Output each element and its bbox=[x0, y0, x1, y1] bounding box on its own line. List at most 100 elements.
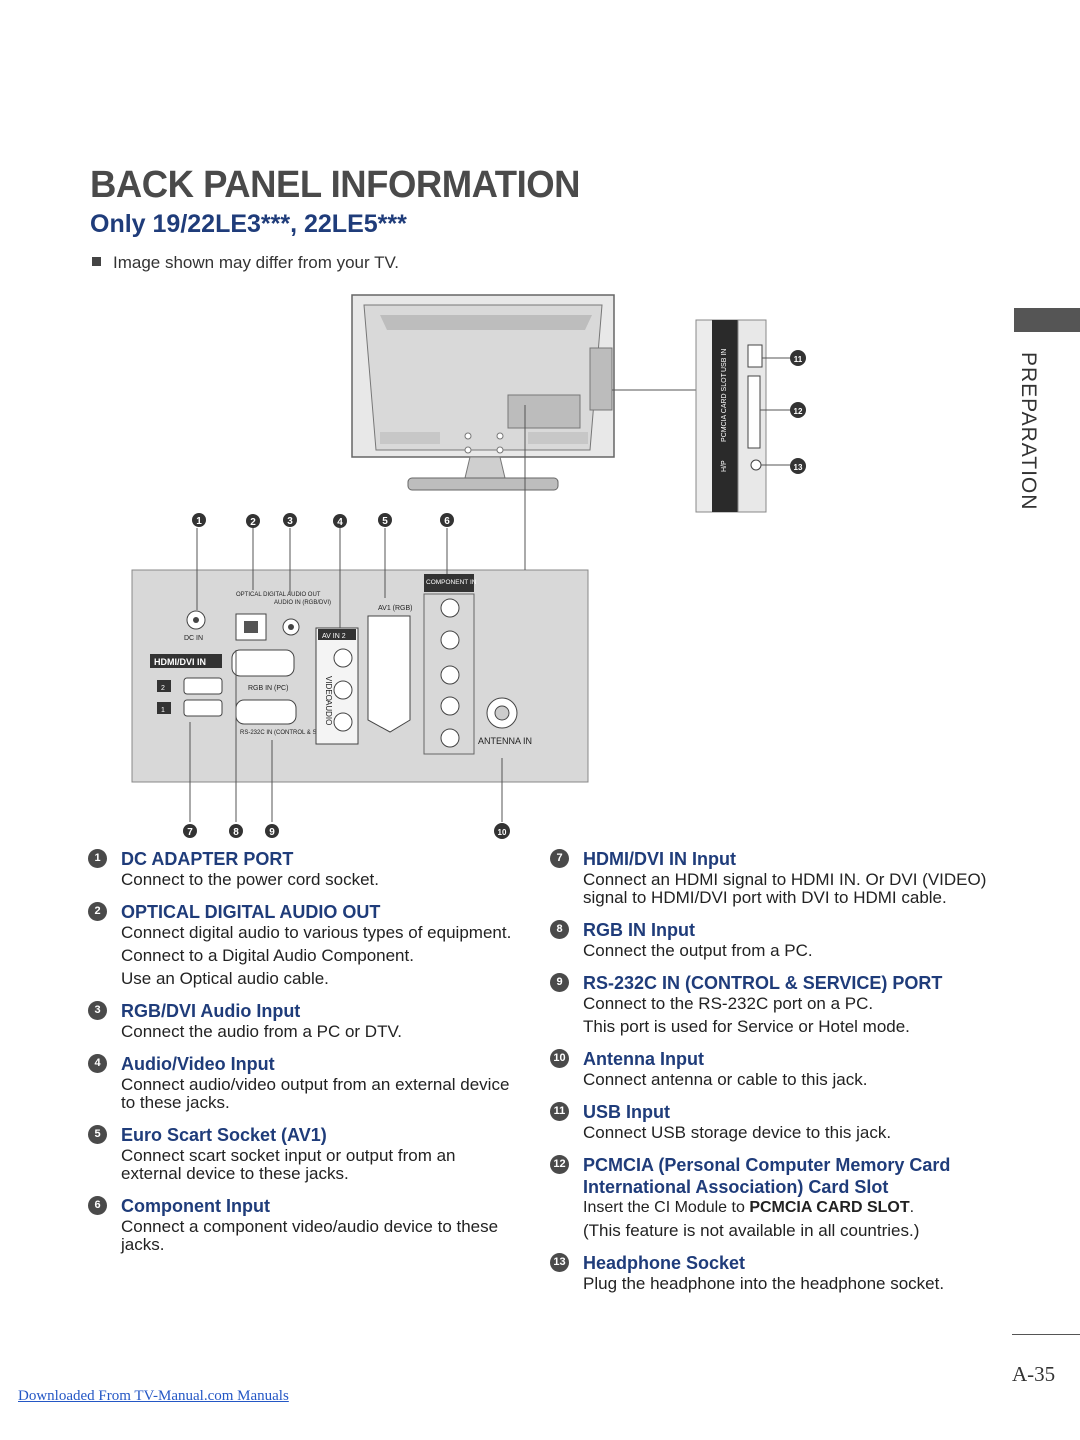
svg-text:13: 13 bbox=[794, 463, 803, 472]
component-audio-r-jack bbox=[440, 728, 460, 748]
av-audio-r-jack bbox=[333, 712, 353, 732]
item-audio-video-input: 4 Audio/Video Input Connect audio/video … bbox=[88, 1053, 518, 1112]
svg-text:11: 11 bbox=[794, 355, 803, 364]
item-desc: Connect an HDMI signal to HDMI IN. Or DV… bbox=[583, 870, 987, 907]
rgb-in-label: RGB IN (PC) bbox=[248, 685, 288, 692]
item-desc: Connect a component video/audio device t… bbox=[121, 1217, 499, 1254]
item-title: Euro Scart Socket (AV1) bbox=[121, 1125, 327, 1145]
item-title: USB Input bbox=[583, 1102, 670, 1122]
item-desc: Connect the audio from a PC or DTV. bbox=[121, 1022, 402, 1041]
callout-8: 8 bbox=[229, 824, 243, 838]
item-title: Audio/Video Input bbox=[121, 1054, 275, 1074]
item-hdmi-dvi-in-input: 7 HDMI/DVI IN Input Connect an HDMI sign… bbox=[550, 848, 990, 907]
callout-4: 4 bbox=[333, 514, 347, 528]
item-title: Headphone Socket bbox=[583, 1253, 746, 1273]
component-y-jack bbox=[440, 598, 460, 618]
item-title: Antenna Input bbox=[583, 1049, 704, 1069]
callout-6: 6 bbox=[440, 513, 454, 527]
item-optical-digital-audio-out: 2 OPTICAL DIGITAL AUDIO OUT Connect digi… bbox=[88, 901, 518, 988]
hdmi-2-label: 2 bbox=[161, 685, 165, 692]
svg-text:10: 10 bbox=[498, 828, 507, 837]
item-desc: Use an Optical audio cable. bbox=[121, 969, 329, 988]
hdmi-port-1 bbox=[183, 699, 223, 717]
svg-text:2: 2 bbox=[250, 517, 256, 528]
item-title: RGB IN Input bbox=[583, 920, 695, 940]
svg-text:5: 5 bbox=[382, 516, 388, 527]
description-column-right: 7 HDMI/DVI IN Input Connect an HDMI sign… bbox=[550, 848, 990, 1305]
headphone-label: H/P bbox=[721, 460, 728, 472]
item-desc: Connect the output from a PC. bbox=[583, 941, 813, 960]
av-audio-label: AUDIO bbox=[324, 700, 333, 725]
item-title: OPTICAL DIGITAL AUDIO OUT bbox=[121, 902, 381, 922]
av1-label: AV1 (RGB) bbox=[378, 605, 413, 612]
antenna-label: ANTENNA IN bbox=[478, 736, 532, 746]
item-desc: (This feature is not available in all co… bbox=[583, 1221, 920, 1240]
item-desc: This port is used for Service or Hotel m… bbox=[583, 1017, 910, 1036]
note-text: Image shown may differ from your TV. bbox=[113, 253, 399, 272]
headphone-jack bbox=[750, 459, 762, 471]
item-pcmcia-card-slot: 12 PCMCIA (Personal Computer Memory Card… bbox=[550, 1154, 990, 1240]
svg-text:7: 7 bbox=[187, 827, 193, 838]
callout-13: 13 bbox=[790, 458, 806, 474]
svg-text:3: 3 bbox=[287, 516, 293, 527]
svg-text:12: 12 bbox=[794, 407, 803, 416]
item-rs232c-port: 9 RS-232C IN (CONTROL & SERVICE) PORT Co… bbox=[550, 972, 990, 1036]
optical-label: OPTICAL DIGITAL AUDIO OUT bbox=[236, 592, 321, 598]
item-number-badge: 2 bbox=[88, 902, 107, 921]
item-number-badge: 7 bbox=[550, 849, 569, 868]
svg-text:6: 6 bbox=[444, 516, 450, 527]
usb-port-label: USB IN bbox=[721, 349, 728, 372]
callout-9: 9 bbox=[265, 824, 279, 838]
item-number-badge: 12 bbox=[550, 1155, 569, 1174]
callout-7: 7 bbox=[183, 824, 197, 838]
item-desc: Connect to a Digital Audio Component. bbox=[121, 946, 414, 965]
leader-lines bbox=[189, 405, 526, 822]
component-label: COMPONENT IN bbox=[426, 579, 477, 586]
rs232c-label: RS-232C IN (CONTROL & SERVICE) bbox=[240, 730, 341, 736]
image-note: Image shown may differ from your TV. bbox=[92, 253, 399, 273]
item-number-badge: 8 bbox=[550, 920, 569, 939]
item-headphone-socket: 13 Headphone Socket Plug the headphone i… bbox=[550, 1252, 990, 1293]
item-rgb-in-input: 8 RGB IN Input Connect the output from a… bbox=[550, 919, 990, 960]
usb-port bbox=[747, 344, 763, 368]
item-title: RGB/DVI Audio Input bbox=[121, 1001, 301, 1021]
page-title: BACK PANEL INFORMATION bbox=[90, 164, 581, 206]
item-desc: Connect digital audio to various types o… bbox=[121, 923, 512, 942]
item-title: Component Input bbox=[121, 1196, 270, 1216]
audio-in-label: AUDIO IN (RGB/DVI) bbox=[274, 600, 331, 606]
item-desc: Connect USB storage device to this jack. bbox=[583, 1123, 892, 1142]
callout-10: 10 bbox=[494, 823, 510, 839]
model-subtitle: Only 19/22LE3***, 22LE5*** bbox=[90, 210, 407, 238]
tv-rear-view bbox=[351, 294, 615, 491]
rs232c-port bbox=[235, 699, 297, 725]
hdmi-port-2 bbox=[183, 677, 223, 695]
back-panel-diagram: USB IN PCMCIA CARD SLOT H/P DC IN OPTICA… bbox=[131, 294, 806, 839]
description-column-left: 1 DC ADAPTER PORT Connect to the power c… bbox=[88, 848, 518, 1266]
item-number-badge: 11 bbox=[550, 1102, 569, 1121]
item-component-input: 6 Component Input Connect a component vi… bbox=[88, 1195, 518, 1254]
dc-in-label: DC IN bbox=[184, 635, 203, 642]
item-rgb-dvi-audio-input: 3 RGB/DVI Audio Input Connect the audio … bbox=[88, 1000, 518, 1041]
item-number-badge: 1 bbox=[88, 849, 107, 868]
item-number-badge: 3 bbox=[88, 1001, 107, 1020]
item-desc: Connect to the power cord socket. bbox=[121, 870, 379, 889]
av-video-label: VIDEO bbox=[324, 676, 333, 701]
callout-1: 1 bbox=[192, 513, 206, 527]
item-number-badge: 10 bbox=[550, 1049, 569, 1068]
component-pr-jack bbox=[440, 665, 460, 685]
svg-text:1: 1 bbox=[196, 516, 202, 527]
item-number-badge: 13 bbox=[550, 1253, 569, 1272]
item-title: HDMI/DVI IN Input bbox=[583, 849, 736, 869]
callout-3: 3 bbox=[283, 513, 297, 527]
page-number: A-35 bbox=[1012, 1362, 1056, 1386]
hdmi-1-label: 1 bbox=[161, 707, 165, 714]
item-desc: Connect to the RS-232C port on a PC. bbox=[583, 994, 874, 1013]
item-title: RS-232C IN (CONTROL & SERVICE) PORT bbox=[583, 973, 943, 993]
section-label: PREPARATION bbox=[1017, 352, 1040, 511]
item-dc-adapter-port: 1 DC ADAPTER PORT Connect to the power c… bbox=[88, 848, 518, 889]
item-usb-input: 11 USB Input Connect USB storage device … bbox=[550, 1101, 990, 1142]
section-tab-marker bbox=[1014, 308, 1080, 332]
footer-download-link[interactable]: Downloaded From TV-Manual.com Manuals bbox=[18, 1388, 289, 1404]
item-euro-scart-socket: 5 Euro Scart Socket (AV1) Connect scart … bbox=[88, 1124, 518, 1183]
item-title: DC ADAPTER PORT bbox=[121, 849, 294, 869]
